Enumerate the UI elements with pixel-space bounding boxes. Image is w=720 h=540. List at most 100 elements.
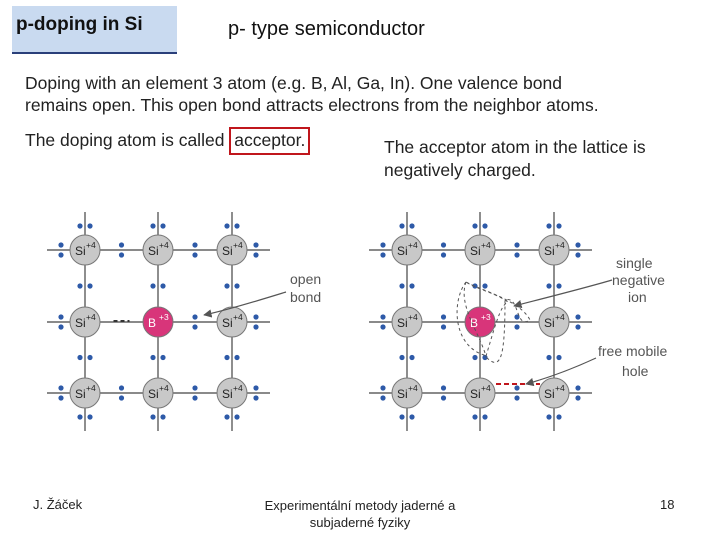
silicon-atom: Si+4: [538, 306, 570, 338]
electron-dot: [58, 385, 64, 391]
silicon-atom: Si+4: [69, 377, 101, 409]
electron-dot: [253, 242, 259, 248]
electron-dot: [224, 283, 230, 289]
silicon-atom-circle: [69, 306, 101, 338]
electron-dot: [192, 324, 198, 330]
hole-label-line2: hole: [622, 363, 649, 379]
single-ion-pointer: [513, 279, 613, 309]
silicon-label: Si: [222, 244, 233, 258]
electron-dot: [234, 223, 240, 229]
electron-dot: [234, 283, 240, 289]
electron-dot: [399, 283, 405, 289]
doping-description-line2: remains open. This open bond attracts el…: [25, 95, 599, 115]
electron-dot: [253, 395, 259, 401]
valence-electrons: [58, 223, 581, 420]
electron-dot: [253, 314, 259, 320]
electron-dot: [150, 223, 156, 229]
silicon-label: Si: [397, 387, 408, 401]
silicon-label: Si: [222, 387, 233, 401]
silicon-atom: Si+4: [216, 234, 248, 266]
silicon-label: Si: [544, 244, 555, 258]
electron-dot: [472, 414, 478, 420]
electron-dot: [150, 414, 156, 420]
silicon-atom-circle: [216, 377, 248, 409]
silicon-charge: +4: [481, 240, 491, 250]
boron-label: B: [148, 316, 156, 330]
silicon-atom: Si+4: [391, 306, 423, 338]
electron-dot: [77, 354, 83, 361]
silicon-charge: +4: [408, 383, 418, 393]
charge-description-line2: negatively charged.: [384, 160, 536, 180]
electron-dot: [399, 223, 405, 229]
electron-dot: [482, 223, 488, 229]
acceptor-sentence-prefix: The doping atom is called: [25, 130, 230, 150]
electron-dot: [514, 324, 520, 330]
electron-dot: [440, 395, 447, 401]
electron-dot: [399, 354, 405, 361]
silicon-atom-circle: [538, 306, 570, 338]
electron-dot: [87, 414, 93, 420]
boron-atom: B+3: [464, 306, 496, 338]
acceptor-term-highlight: acceptor.: [229, 127, 311, 155]
electron-dot: [399, 414, 405, 420]
electron-dot: [160, 223, 166, 229]
electron-dot: [234, 354, 240, 361]
electron-dot: [192, 252, 198, 258]
electron-dot: [77, 283, 83, 289]
silicon-atom: Si+4: [69, 234, 101, 266]
electron-dot: [380, 385, 386, 391]
electron-dot: [58, 314, 64, 320]
electron-dot: [546, 283, 552, 289]
silicon-atom: Si+4: [69, 306, 101, 338]
silicon-atom-circle: [69, 234, 101, 266]
silicon-charge: +4: [408, 240, 418, 250]
silicon-atom: Si+4: [142, 234, 174, 266]
electron-dot: [440, 242, 447, 248]
silicon-atom: Si+4: [538, 377, 570, 409]
silicon-atom: Si+4: [538, 234, 570, 266]
electron-dot: [58, 242, 64, 248]
boron-atom-circle: [464, 306, 496, 338]
electron-dot: [58, 395, 64, 401]
silicon-atom-circle: [464, 234, 496, 266]
electron-dot: [224, 414, 230, 420]
electron-dot: [380, 324, 386, 330]
silicon-label: Si: [148, 244, 159, 258]
electron-dot: [556, 223, 562, 229]
silicon-label: Si: [470, 244, 481, 258]
section-tag-label: p-doping in Si: [16, 14, 143, 35]
silicon-atom-circle: [391, 377, 423, 409]
electron-dot: [546, 414, 552, 420]
silicon-charge: +4: [86, 240, 96, 250]
electron-dot: [160, 354, 166, 361]
acceptor-sentence: The doping atom is called acceptor.: [25, 127, 311, 155]
silicon-atom-circle: [391, 306, 423, 338]
electron-dot: [440, 252, 447, 258]
electron-dot: [409, 354, 415, 361]
electron-dot: [380, 242, 386, 248]
electron-dot: [118, 242, 125, 248]
silicon-charge: +4: [555, 383, 565, 393]
silicon-atom-circle: [538, 377, 570, 409]
footer-course-line2: subjaderné fyziky: [309, 515, 411, 530]
electron-dot: [482, 283, 488, 289]
boron-label: B: [470, 316, 478, 330]
silicon-atom-circle: [538, 234, 570, 266]
electron-dot: [160, 283, 166, 289]
electron-dot: [58, 324, 64, 330]
silicon-label: Si: [75, 387, 86, 401]
charge-description-line1: The acceptor atom in the lattice is: [384, 137, 646, 157]
silicon-charge: +4: [159, 383, 169, 393]
electron-dot: [556, 283, 562, 289]
doping-description-line1: Doping with an element 3 atom (e.g. B, A…: [25, 73, 562, 93]
hole-pointer: [525, 357, 597, 387]
boron-atom: B+3: [142, 306, 174, 338]
electron-dot: [409, 414, 415, 420]
electron-dot: [440, 385, 447, 391]
boron-atom-circle: [142, 306, 174, 338]
electron-dot: [192, 395, 198, 401]
electron-dot: [87, 354, 93, 361]
single-ion-label-line2: negative: [612, 272, 665, 288]
silicon-atom: Si+4: [391, 234, 423, 266]
